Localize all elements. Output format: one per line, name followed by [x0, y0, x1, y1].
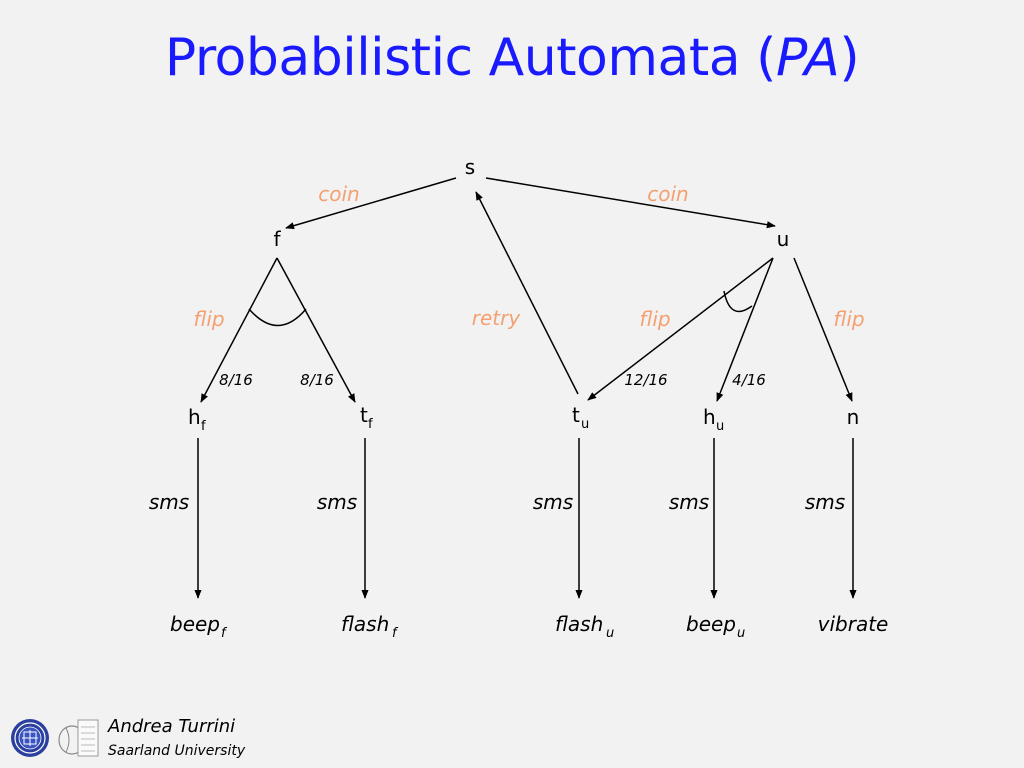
terminal-flash-f: flash f [341, 612, 399, 641]
label-retry: retry [472, 306, 522, 330]
svg-text:beep: beep [686, 612, 736, 636]
edge-s-u [485, 177, 776, 229]
svg-text:flash: flash [341, 612, 389, 636]
edge-u-hu [716, 257, 774, 402]
svg-text:f: f [221, 626, 228, 641]
state-f: f [273, 227, 281, 251]
svg-text:u: u [606, 626, 614, 641]
arc-u-branch [723, 290, 753, 313]
slide-title: Probabilistic Automata (PA) [164, 28, 860, 88]
svg-text:h: h [188, 405, 201, 429]
svg-text:u: u [716, 419, 724, 434]
arc-f-branch [248, 308, 307, 327]
label-coin-right: coin [647, 182, 688, 206]
label-flip-u: flip [639, 307, 670, 331]
svg-text:t: t [572, 403, 580, 427]
state-n: n [847, 405, 860, 429]
prob-u-tu: 12/16 [624, 371, 667, 389]
svg-text:beep: beep [170, 612, 220, 636]
svg-text:t: t [360, 403, 368, 427]
label-sms-tu: sms [533, 490, 573, 514]
edge-f-hf [200, 257, 278, 403]
edge-tu-s [475, 191, 579, 395]
institution-name: Saarland University [108, 743, 246, 759]
university-seal-icon [11, 719, 49, 757]
state-s: s [465, 155, 475, 179]
svg-text:flash: flash [555, 612, 603, 636]
terminal-beep-f: beep f [170, 612, 228, 641]
author-name: Andrea Turrini [108, 716, 236, 737]
label-sms-tf: sms [317, 490, 357, 514]
svg-text:u: u [737, 626, 745, 641]
svg-text:u: u [581, 417, 589, 432]
svg-text:f: f [392, 626, 399, 641]
label-sms-hu: sms [669, 490, 709, 514]
edge-s-f [285, 177, 457, 230]
state-u: u [777, 227, 790, 251]
terminal-flash-u: flash u [555, 612, 614, 641]
department-logo-icon [58, 719, 99, 757]
prob-u-hu: 4/16 [732, 371, 766, 389]
prob-f-tf: 8/16 [300, 371, 334, 389]
svg-text:f: f [368, 417, 373, 432]
state-tf: t f [360, 403, 373, 432]
terminal-beep-u: beep u [686, 612, 745, 641]
prob-f-hf: 8/16 [219, 371, 253, 389]
svg-text:h: h [703, 405, 716, 429]
terminal-vibrate: vibrate [818, 612, 889, 636]
edge-u-n [793, 257, 853, 402]
edge-f-tf [276, 257, 356, 403]
state-tu: t u [572, 403, 589, 432]
edge-u-tu [587, 257, 774, 401]
label-flip-f: flip [193, 307, 224, 331]
svg-text:f: f [201, 419, 206, 434]
label-sms-n: sms [805, 490, 845, 514]
label-coin-left: coin [318, 182, 359, 206]
state-hf: h f [188, 405, 206, 434]
label-sms-hf: sms [149, 490, 189, 514]
state-hu: h u [703, 405, 724, 434]
label-flip-n: flip [833, 307, 864, 331]
